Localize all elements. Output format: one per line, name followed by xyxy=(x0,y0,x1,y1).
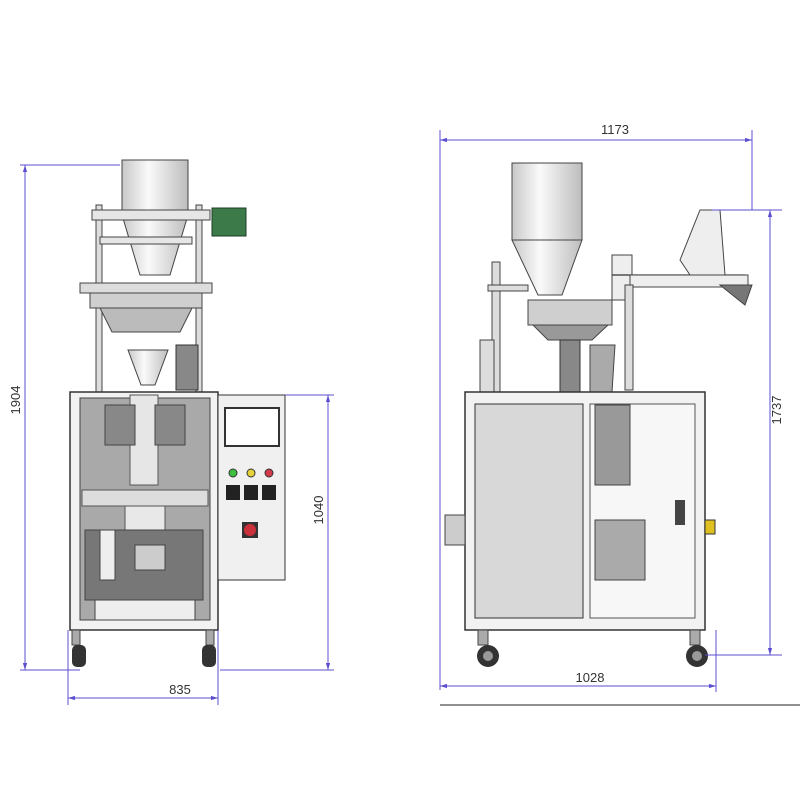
dim-front-width: 835 xyxy=(169,682,191,697)
front-dimensions: 1904 835 1040 xyxy=(8,164,334,705)
motor xyxy=(211,207,247,237)
dim-front-height: 1904 xyxy=(8,386,23,415)
dim-cabinet-height: 1040 xyxy=(311,496,326,525)
front-funnel xyxy=(127,349,169,386)
dim-side-base-width: 1028 xyxy=(576,670,605,685)
side-hopper xyxy=(511,162,583,241)
wheel xyxy=(202,645,216,667)
front-view xyxy=(69,159,286,667)
dim-side-width: 1173 xyxy=(601,122,629,137)
side-view xyxy=(444,162,753,667)
button-1 xyxy=(226,485,240,500)
dim-side-height: 1737 xyxy=(769,396,784,425)
touch-screen xyxy=(224,407,280,447)
wheel xyxy=(72,645,86,667)
indicator-green xyxy=(228,468,238,478)
indicator-red xyxy=(264,468,274,478)
indicator-yellow xyxy=(246,468,256,478)
side-door xyxy=(474,403,584,619)
front-hopper-cone xyxy=(121,214,189,276)
front-hopper xyxy=(121,159,189,216)
button-3 xyxy=(262,485,276,500)
side-dimensions: 1173 1737 1028 xyxy=(439,122,800,706)
button-2 xyxy=(244,485,258,500)
